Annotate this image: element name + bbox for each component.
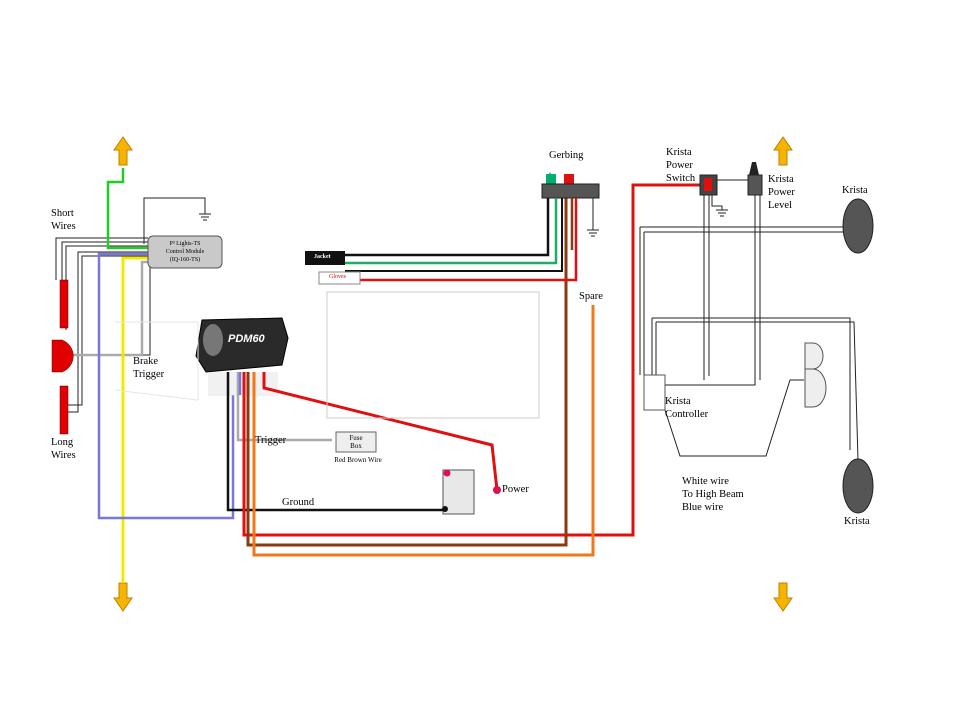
- p3-control-module: [147, 235, 223, 269]
- spare-label: Spare: [579, 291, 603, 302]
- blue-wire: [97, 252, 235, 520]
- power-label: Power: [502, 484, 529, 495]
- pdm-wires: [226, 183, 705, 557]
- high-beam-lamps: [804, 342, 827, 408]
- brake-lamp: [51, 339, 74, 373]
- brake-trigger-wire: [68, 260, 148, 357]
- brake-trigger-label: Brake Trigger: [133, 356, 165, 380]
- arrow-up-left: [113, 136, 133, 166]
- short-wires-label: Short Wires: [51, 208, 76, 232]
- krista-top-label: Krista: [842, 185, 868, 196]
- gerbing-wires: [345, 198, 578, 282]
- fuse-box-label: Fuse Box: [349, 434, 363, 450]
- krista-power-switch: [699, 174, 728, 217]
- red-brown-wire-label: Red Brown Wire: [334, 456, 382, 464]
- long-wire-lamp: [59, 385, 69, 435]
- white-wire-note: White wire To High Beam Blue wire: [682, 476, 744, 513]
- krista-controller-label: Krista Controller: [665, 396, 709, 420]
- jacket-box: [305, 251, 345, 265]
- trigger-label: Trigger: [255, 435, 287, 446]
- krista-power-level: [747, 162, 763, 196]
- battery: [442, 469, 475, 515]
- yellow-wire: [121, 256, 148, 583]
- fuse-box: [335, 431, 377, 453]
- gloves-label: Gloves: [329, 274, 346, 280]
- long-wires-label: Long Wires: [51, 437, 76, 461]
- krista-light-bottom: [842, 458, 874, 514]
- left-lamp-wires: [55, 197, 211, 413]
- ghost-rect: [326, 291, 540, 419]
- krista-bottom-label: Krista: [844, 516, 870, 527]
- short-wire-lamp: [59, 279, 69, 329]
- arrow-down-left: [113, 582, 133, 612]
- gerbing-connector: [541, 172, 600, 237]
- krista-power-switch-label: Krista Power Switch: [666, 147, 696, 184]
- arrow-up-right: [773, 136, 793, 166]
- krista-wires: [639, 179, 859, 461]
- p3-module-label: P³ Lights-TS Control Module (IQ-160-TS): [165, 241, 205, 263]
- krista-power-level-label: Krista Power Level: [768, 174, 795, 211]
- gerbing-label: Gerbing: [549, 150, 584, 161]
- gloves-box: [318, 271, 361, 285]
- arrow-down-right: [773, 582, 793, 612]
- green-wire: [106, 168, 148, 250]
- krista-controller-box: [643, 374, 666, 411]
- pdm-brand-label: PDM60: [228, 333, 265, 345]
- power-terminal: [493, 486, 501, 494]
- ground-label: Ground: [282, 497, 315, 508]
- krista-light-top: [842, 198, 874, 254]
- jacket-label: Jacket: [314, 254, 331, 260]
